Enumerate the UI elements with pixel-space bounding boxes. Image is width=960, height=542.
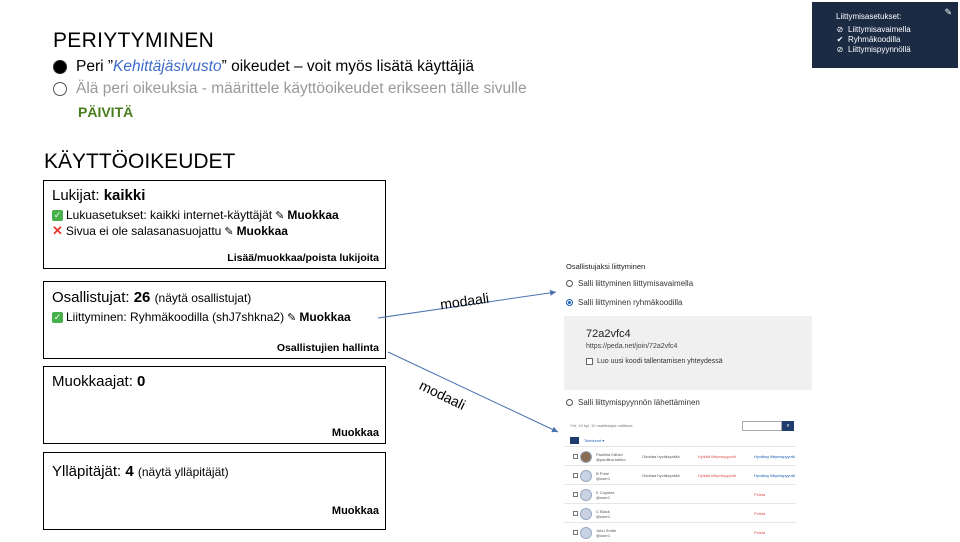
- readers-box: Lukijat: kaikki ✓ Lukuasetukset: kaikki …: [43, 180, 386, 269]
- access-rights-title: KÄYTTÖOIKEUDET: [44, 150, 236, 173]
- radio-selected-icon[interactable]: [53, 60, 67, 74]
- avatar: [580, 469, 592, 482]
- table-row: Pauliina Kähkö@pauliina.kahko Odottaa hy…: [564, 446, 796, 466]
- panel-item: ⊘Liittymisavaimella: [836, 24, 911, 34]
- check-icon: ✔: [836, 34, 844, 44]
- avatar: [580, 526, 592, 539]
- accept-request-link[interactable]: Hyväksy liittymispyyntö: [754, 454, 796, 459]
- edit-admins-link[interactable]: Muokkaa: [331, 505, 379, 517]
- remove-link[interactable]: Poista: [754, 511, 766, 516]
- editors-box: Muokkaajat: 0 Muokkaa: [43, 366, 386, 444]
- join-method-line: ✓ Liittyminen: Ryhmäkoodilla (shJ7shkna2…: [52, 310, 351, 324]
- edit-editors-link[interactable]: Muokkaa: [331, 427, 379, 439]
- accept-request-link[interactable]: Hyväksy liittymispyyntö: [754, 473, 796, 478]
- blocked-icon: ⊘: [836, 24, 844, 34]
- radio-selected-icon[interactable]: [566, 299, 573, 306]
- members-search-input[interactable]: [742, 421, 782, 431]
- bulk-actions-menu[interactable]: Toiminnot ▾: [584, 438, 605, 443]
- join-settings-panel: ✎ Liittymisasetukset: ⊘Liittymisavaimell…: [812, 2, 958, 68]
- arrow-line: [377, 289, 557, 319]
- avatar: [580, 507, 592, 520]
- search-icon[interactable]: ⌕: [782, 421, 794, 431]
- panel-item: ✔Ryhmäkoodilla: [836, 34, 901, 44]
- join-request-option[interactable]: Salli liittymispyynnön lähettäminen: [566, 398, 700, 407]
- row-checkbox[interactable]: [573, 473, 578, 478]
- row-checkbox[interactable]: [573, 530, 578, 535]
- row-checkbox[interactable]: [573, 511, 578, 516]
- join-key-option[interactable]: Salli liittyminen liittymisavaimella: [566, 279, 693, 288]
- radio-icon[interactable]: [566, 399, 573, 406]
- show-participants-link[interactable]: (näytä osallistujat): [154, 291, 252, 305]
- panel-header: Liittymisasetukset:: [836, 12, 902, 21]
- admins-box: Ylläpitäjät: 4 (näytä ylläpitäjät) Muokk…: [43, 452, 386, 530]
- radio-unselected-icon[interactable]: [53, 82, 67, 96]
- members-list: Yht. 19 kpl. 10 osallistujaa valittuna ⌕…: [564, 418, 796, 540]
- remove-link[interactable]: Poista: [754, 530, 766, 535]
- reject-request-link[interactable]: Hylkää liittymispyyntö: [698, 473, 737, 478]
- join-url[interactable]: https://peda.net/join/72a2vfc4: [586, 343, 678, 350]
- admins-title: Ylläpitäjät: 4 (näytä ylläpitäjät): [52, 463, 229, 480]
- regenerate-code-option[interactable]: Luo uusi koodi tallentamisen yhteydessä: [586, 358, 723, 365]
- modal-title: Osallistujaksi liittyminen: [566, 262, 646, 271]
- panel-item: ⊘Liittymispyynnöllä: [836, 44, 911, 54]
- avatar: [580, 450, 592, 463]
- table-row: C Black@user1 Poista: [564, 503, 796, 523]
- editors-title: Muokkaajat: 0: [52, 373, 146, 390]
- arrow-line: [387, 351, 559, 433]
- group-code-card: 72a2vfc4 https://peda.net/join/72a2vfc4 …: [564, 316, 812, 390]
- pencil-icon: ✎: [275, 209, 285, 222]
- avatar: [580, 488, 592, 501]
- blocked-icon: ⊘: [836, 44, 844, 54]
- read-settings-line: ✓ Lukuasetukset: kaikki internet-käyttäj…: [52, 208, 339, 222]
- readers-title: Lukijat: kaikki: [52, 187, 146, 204]
- edit-link[interactable]: Muokkaa: [299, 310, 351, 324]
- members-count: Yht. 19 kpl. 10 osallistujaa valittuna: [570, 423, 633, 428]
- manage-readers-link[interactable]: Lisää/muokkaa/poista lukijoita: [227, 252, 379, 264]
- row-checkbox[interactable]: [573, 492, 578, 497]
- check-icon: ✓: [52, 209, 63, 221]
- participants-title: Osallistujat: 26 (näytä osallistujat): [52, 289, 252, 306]
- checkbox[interactable]: [586, 358, 593, 365]
- inheritance-title: PERIYTYMINEN: [53, 29, 215, 52]
- remove-link[interactable]: Poista: [754, 492, 766, 497]
- inherit-option-2[interactable]: Älä peri oikeuksia - määrittele käyttöoi…: [53, 80, 527, 98]
- manage-participants-link[interactable]: Osallistujien hallinta: [276, 342, 379, 354]
- group-code-option[interactable]: Salli liittyminen ryhmäkoodilla: [566, 298, 682, 307]
- inherited-site-link[interactable]: Kehittäjäsivusto: [113, 58, 222, 75]
- edit-link[interactable]: Muokkaa: [287, 208, 339, 222]
- inherit-option-1[interactable]: Peri ”Kehittäjäsivusto” oikeudet – voit …: [53, 58, 474, 76]
- password-line: ✕ Sivua ei ole salasanasuojattu ✎ Muokka…: [52, 223, 288, 238]
- show-admins-link[interactable]: (näytä ylläpitäjät): [137, 465, 229, 479]
- row-checkbox[interactable]: [573, 454, 578, 459]
- pencil-icon: ✎: [224, 225, 234, 238]
- table-row: B Puhe@user1 Odottaa hyväksyntää Hylkää …: [564, 465, 796, 485]
- pencil-icon: ✎: [287, 311, 297, 324]
- table-row: K Coyotes@user1 Poista: [564, 484, 796, 504]
- reject-request-link[interactable]: Hylkää liittymispyyntö: [698, 454, 737, 459]
- group-code: 72a2vfc4: [586, 328, 631, 340]
- edit-pencil-icon[interactable]: ✎: [944, 7, 952, 17]
- table-row: John Smith@user1 Poista: [564, 522, 796, 542]
- cross-icon: ✕: [52, 223, 63, 238]
- select-all-checkbox[interactable]: [570, 437, 579, 444]
- participants-box: Osallistujat: 26 (näytä osallistujat) ✓ …: [43, 281, 386, 359]
- radio-icon[interactable]: [566, 280, 573, 287]
- update-button[interactable]: PÄIVITÄ: [78, 104, 134, 120]
- check-icon: ✓: [52, 311, 63, 323]
- edit-link[interactable]: Muokkaa: [236, 224, 288, 238]
